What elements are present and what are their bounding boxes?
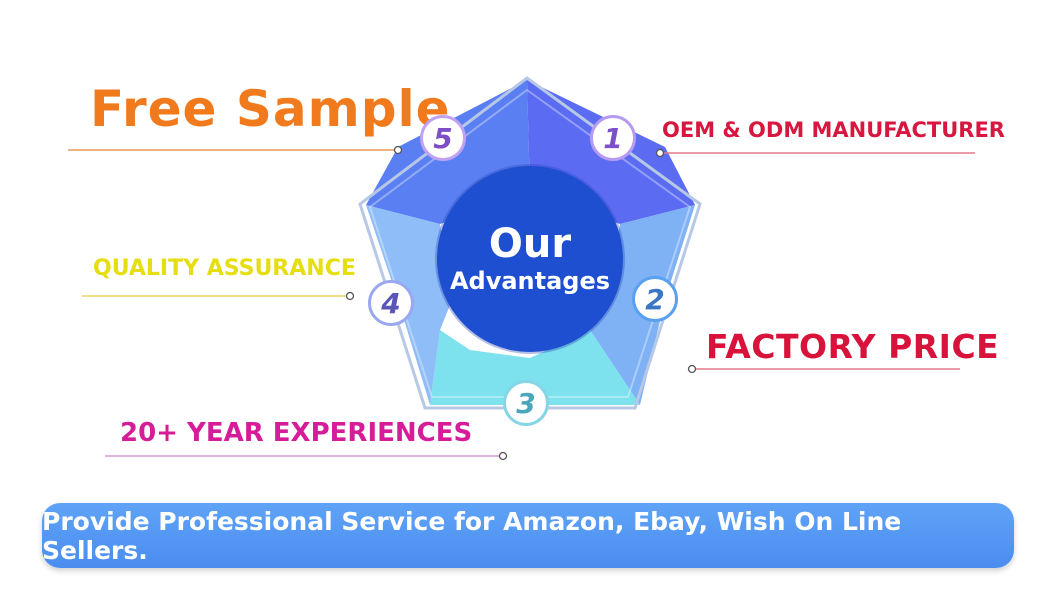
label-free-sample: Free Sample [90, 80, 451, 138]
badge-4: 4 [368, 280, 414, 326]
label-year-experiences: 20+ YEAR EXPERIENCES [120, 418, 473, 448]
connector-factory [687, 364, 960, 374]
connector-oem [655, 148, 975, 158]
center-subtitle: Advantages [449, 267, 611, 295]
label-quality-assurance: QUALITY ASSURANCE [93, 256, 356, 281]
label-oem-odm: OEM & ODM MANUFACTURER [662, 118, 1005, 142]
badge-3: 3 [503, 380, 549, 426]
badge-2: 2 [632, 276, 678, 322]
connector-free-sample [68, 145, 403, 155]
badge-5: 5 [420, 115, 466, 161]
segment-bottom [430, 330, 640, 405]
connector-quality [82, 291, 355, 301]
connector-experience [105, 451, 508, 461]
service-banner: Provide Professional Service for Amazon,… [42, 503, 1014, 568]
label-factory-price: FACTORY PRICE [706, 327, 1000, 366]
center-circle: Our Advantages [437, 166, 623, 352]
banner-text: Provide Professional Service for Amazon,… [42, 506, 902, 565]
center-title: Our [488, 221, 572, 267]
badge-1: 1 [590, 115, 636, 161]
